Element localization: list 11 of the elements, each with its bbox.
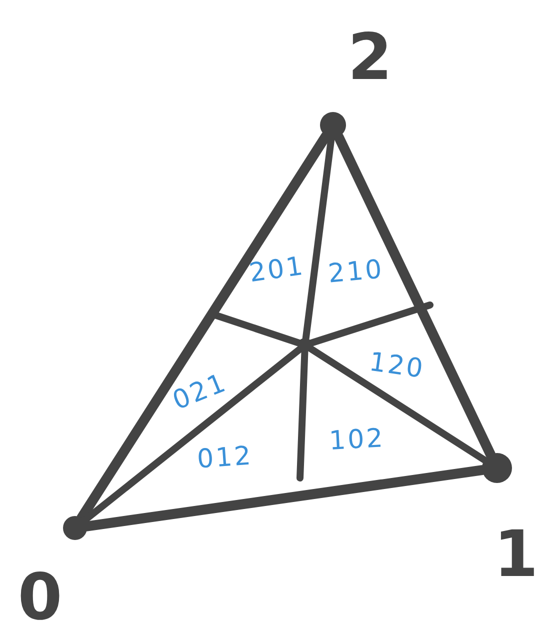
vertex-label: 2 — [348, 26, 392, 90]
permutation-label: 102 — [328, 426, 386, 454]
permutation-label: 120 — [368, 349, 426, 383]
vertex-label: 0 — [18, 566, 62, 630]
median-line — [307, 345, 488, 464]
permutation-label: 012 — [196, 443, 254, 473]
triangle-side — [334, 132, 496, 460]
vertex-label: 1 — [494, 523, 538, 587]
permutation-label: 021 — [169, 370, 231, 414]
permutation-label: 201 — [248, 253, 306, 287]
permutation-label: 210 — [327, 256, 385, 288]
